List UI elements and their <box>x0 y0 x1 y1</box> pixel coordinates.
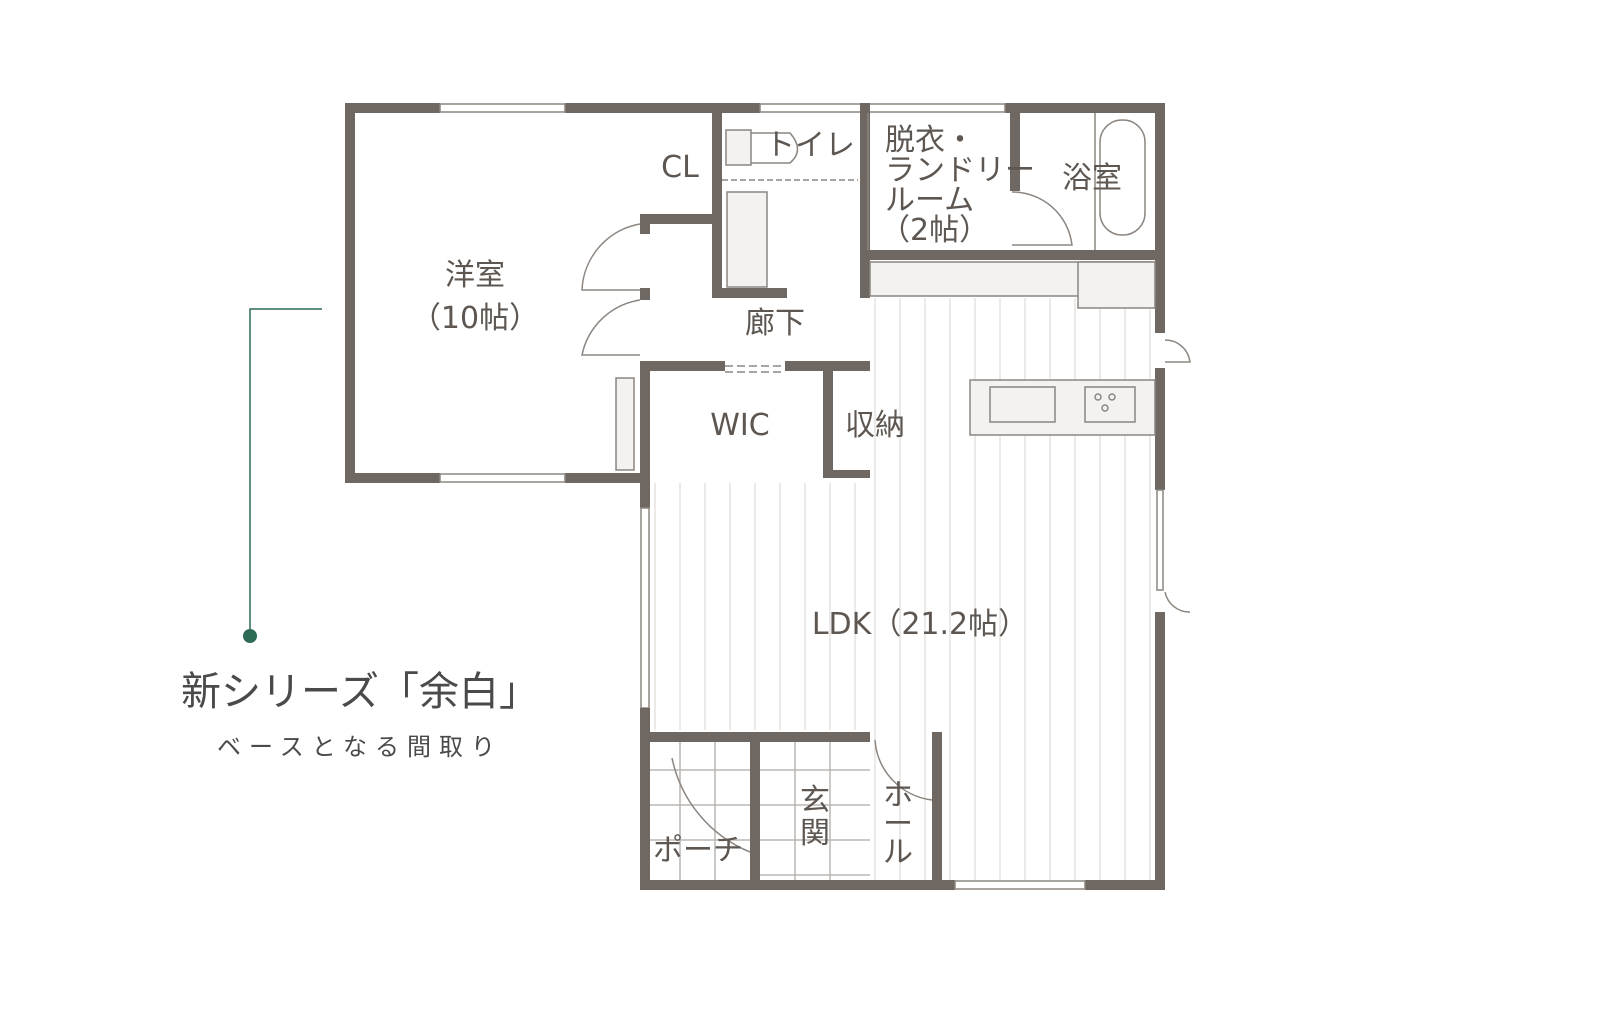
svg-text:ホ: ホ <box>883 778 913 813</box>
label-entrance-2: 関 <box>800 816 830 851</box>
label-porch: ポーチ <box>653 833 743 868</box>
label-storage: 収納 <box>845 408 905 443</box>
label-laundry-2: ランドリー <box>885 153 1035 188</box>
label-closet: CL <box>661 150 699 185</box>
caption-title: 新シリーズ「余白」 <box>181 669 539 715</box>
leader-dot <box>243 629 257 643</box>
caption-subtitle: ベースとなる間取り <box>217 733 503 761</box>
svg-text:ー: ー <box>883 807 913 842</box>
label-hallway: 廊下 <box>745 306 805 341</box>
label-wic: WIC <box>710 408 769 443</box>
label-bath: 浴室 <box>1062 161 1122 196</box>
label-ldk: LDK（21.2帖） <box>812 607 1028 642</box>
fixtures <box>581 113 1191 880</box>
label-laundry-1: 脱衣・ <box>885 123 975 158</box>
svg-text:ル: ル <box>883 835 913 870</box>
leader-line <box>249 308 322 636</box>
label-western-size: （10帖） <box>411 301 539 336</box>
label-toilet: トイレ <box>765 128 855 163</box>
label-laundry-size: （2帖） <box>880 213 989 248</box>
label-entrance-1: 玄 <box>800 783 830 818</box>
walls <box>345 103 1165 890</box>
label-hall: ホ ー ル <box>883 778 913 870</box>
label-western-room: 洋室 <box>445 258 505 293</box>
label-laundry-3: ルーム <box>885 183 974 218</box>
